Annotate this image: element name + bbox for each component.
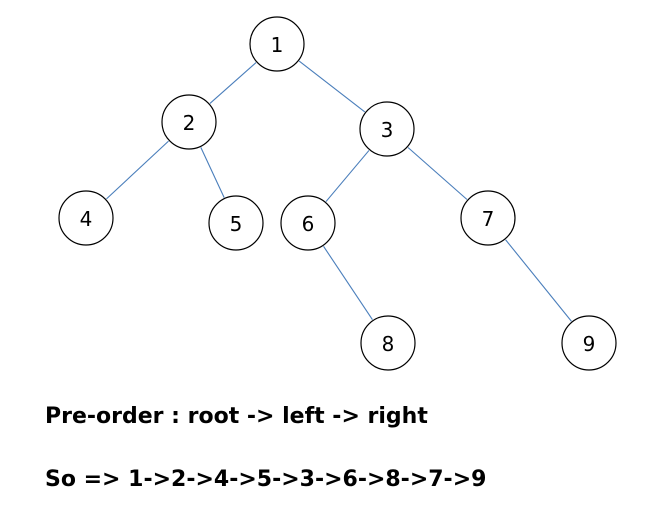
tree-node-1: 1 bbox=[249, 16, 305, 72]
tree-edges bbox=[106, 60, 572, 322]
node-label-2: 2 bbox=[183, 111, 196, 135]
node-label-4: 4 bbox=[80, 207, 93, 231]
tree-node-3: 3 bbox=[359, 101, 415, 157]
tree-node-5: 5 bbox=[208, 195, 264, 251]
node-circle-7 bbox=[460, 190, 516, 246]
node-label-5: 5 bbox=[230, 212, 243, 236]
node-label-9: 9 bbox=[583, 332, 596, 356]
node-label-3: 3 bbox=[381, 118, 394, 142]
node-circle-6 bbox=[280, 195, 336, 251]
node-circle-9 bbox=[561, 315, 617, 371]
node-circle-2 bbox=[161, 94, 217, 150]
preorder-rule-text: Pre-order : root -> left -> right bbox=[45, 404, 428, 429]
edge-1-3 bbox=[298, 60, 366, 113]
tree-node-8: 8 bbox=[360, 315, 416, 371]
node-circle-8 bbox=[360, 315, 416, 371]
edge-7-9 bbox=[505, 239, 572, 322]
edge-2-4 bbox=[106, 140, 169, 200]
edge-2-5 bbox=[200, 147, 225, 198]
node-label-8: 8 bbox=[382, 332, 395, 356]
node-circle-5 bbox=[208, 195, 264, 251]
node-circle-1 bbox=[249, 16, 305, 72]
edge-6-8 bbox=[323, 245, 373, 321]
tree-node-4: 4 bbox=[58, 190, 114, 246]
tree-nodes: 1 2 3 4 5 6 7 8 9 bbox=[58, 16, 617, 371]
tree-node-2: 2 bbox=[161, 94, 217, 150]
node-label-6: 6 bbox=[302, 212, 315, 236]
tree-node-9: 9 bbox=[561, 315, 617, 371]
edge-3-6 bbox=[325, 150, 370, 202]
node-circle-3 bbox=[359, 101, 415, 157]
tree-node-7: 7 bbox=[460, 190, 516, 246]
node-label-7: 7 bbox=[482, 207, 495, 231]
edge-3-7 bbox=[407, 147, 468, 200]
traversal-result-text: So => 1->2->4->5->3->6->8->7->9 bbox=[45, 467, 487, 492]
tree-node-6: 6 bbox=[280, 195, 336, 251]
node-circle-4 bbox=[58, 190, 114, 246]
edge-1-2 bbox=[209, 62, 257, 104]
node-label-1: 1 bbox=[271, 33, 284, 57]
